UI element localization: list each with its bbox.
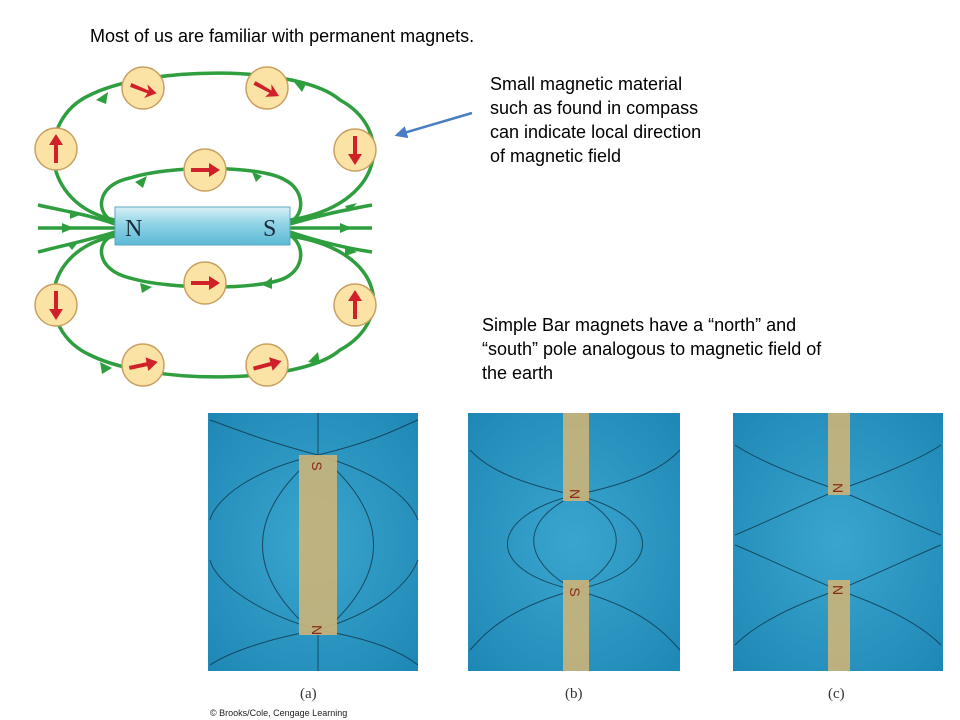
pole-label: N [830,483,846,493]
compass [121,343,165,387]
photo-label-a: (a) [300,686,317,702]
field-arrowhead [62,223,74,233]
bar-note-line: “south” pole analogous to magnetic field… [482,339,822,359]
field-arrowhead [68,240,80,250]
field-arrowhead [294,82,306,92]
compass [183,261,227,305]
field-arrowheads [62,82,357,374]
field-arrowhead [96,92,108,104]
photo-b: N S [468,413,681,671]
magnet-body [114,206,291,246]
bar-note-line: Simple Bar magnets have a “north” and [482,315,797,335]
image-credit: © Brooks/Cole, Cengage Learning [210,708,348,718]
field-arrowhead [100,362,112,374]
photo-c: N N [733,413,943,671]
field-arrowhead [252,172,262,182]
compasses [34,66,377,387]
magnet-north-label: N [125,216,142,242]
field-arrowhead [340,223,352,233]
photo-a: S N [208,413,419,671]
photo-label-c: (c) [828,686,845,702]
slide-title: Most of us are familiar with permanent m… [90,26,475,46]
bar-magnet: N S [114,206,291,246]
compass [34,127,78,171]
pole-label: S [567,587,583,596]
field-arrowhead [262,277,272,289]
pole-label: N [309,625,325,635]
field-arrowhead [140,283,152,293]
compass [245,66,289,110]
field-arrowhead [135,176,147,188]
magnet-south-label: S [263,216,276,242]
pole-label: N [830,585,846,595]
compass-note-line: Small magnetic material [490,74,683,94]
compass [34,283,78,327]
pointer-arrow-icon [394,111,473,139]
photo-label-b: (b) [565,686,583,702]
compass [183,148,227,192]
bar-magnet-note: Simple Bar magnets have a “north” and “s… [482,313,902,385]
compass [121,66,165,110]
compass [333,128,377,172]
bar-note-line: the earth [482,363,554,383]
field-line [289,230,373,254]
compass [245,343,289,387]
compass-note-line: of magnetic field [490,146,622,166]
compass-note-line: can indicate local direction [490,122,702,142]
field-arrowhead [345,203,357,212]
compass-note-line: such as found in compass [490,98,699,118]
field-line [289,203,373,226]
pole-label: N [567,489,583,499]
field-arrowhead [308,352,320,364]
field-arrowhead [345,246,357,256]
pole-label: S [309,461,325,470]
field-arrowhead [70,210,82,219]
compass-note: Small magnetic material such as found in… [490,72,760,168]
compass [333,283,377,327]
